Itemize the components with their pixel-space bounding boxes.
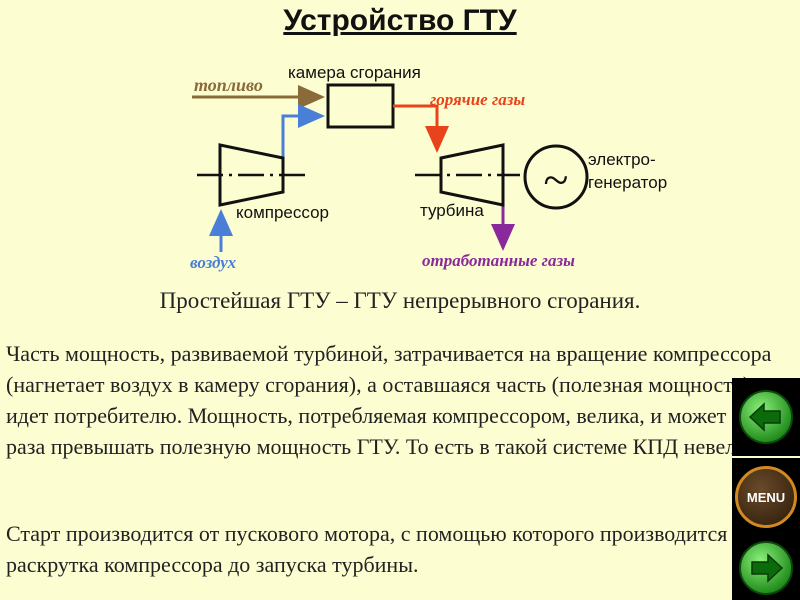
turbine-label: турбина — [420, 201, 484, 220]
compressor-label: компрессор — [236, 203, 329, 222]
generator-label-2: генератор — [588, 173, 667, 192]
subtitle: Простейшая ГТУ – ГТУ непрерывного сгоран… — [159, 288, 641, 313]
generator-symbol: ~ — [544, 154, 569, 205]
paragraph-power: Часть мощность, развиваемой турбиной, за… — [6, 341, 777, 459]
next-button[interactable] — [732, 536, 800, 600]
arrow-right-icon — [739, 541, 793, 595]
exhaust-label: отработанные газы — [422, 251, 575, 270]
generator-label-1: электро- — [588, 150, 656, 169]
fuel-label: топливо — [194, 75, 263, 95]
air-label: воздух — [190, 253, 237, 272]
menu-button[interactable]: MENU — [732, 458, 800, 536]
menu-label: MENU — [735, 466, 797, 528]
compressed-air-arrow — [281, 104, 325, 160]
prev-button[interactable] — [732, 378, 800, 456]
compressor-shape — [218, 143, 285, 207]
hot-gases-label: горячие газы — [430, 90, 525, 109]
generator-circle — [523, 144, 589, 210]
page-title: Устройство ГТУ — [283, 4, 517, 37]
arrow-left-icon — [739, 390, 793, 444]
gtu-diagram: ~ камера сгорания топливо горячие газы к… — [190, 63, 667, 272]
hot-gases-arrow — [393, 104, 449, 153]
turbine-shape — [439, 143, 505, 207]
combustion-chamber-label: камера сгорания — [288, 63, 421, 82]
paragraph-start: Старт производится от пускового мотора, … — [6, 521, 728, 577]
combustion-chamber — [326, 83, 395, 129]
